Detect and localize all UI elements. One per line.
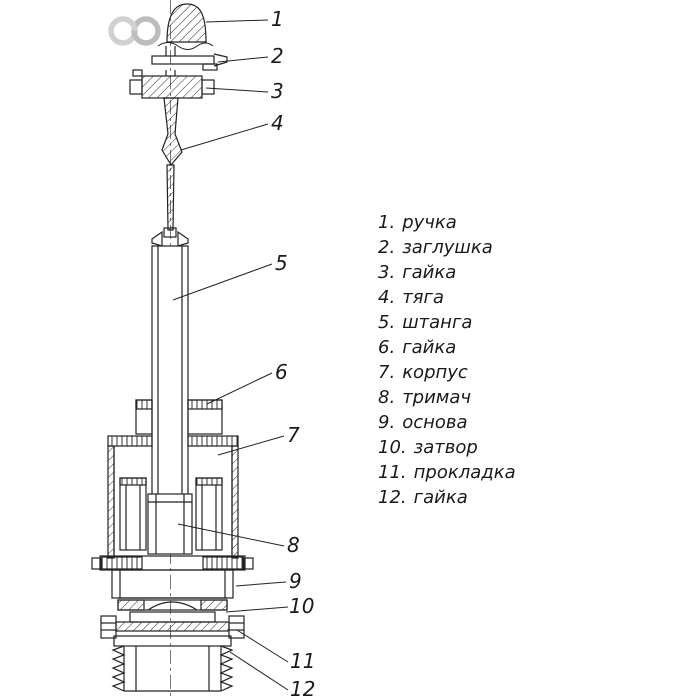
part-base [91,555,254,599]
legend-item-number: 4. [378,287,396,308]
legend-item-label: штанга [402,312,473,333]
part-holder [147,493,193,555]
part-lock-nut [111,635,234,692]
callout-8: 8 [287,533,300,557]
legend-item-number: 12. [378,487,407,508]
callout-9: 9 [289,569,302,593]
legend-item-label: затвор [413,437,478,458]
callout-12: 12 [290,677,316,700]
legend-item-number: 7. [378,362,396,383]
callout-10: 10 [289,594,315,618]
legend-item-number: 6. [378,337,396,358]
callout-5: 5 [275,251,288,275]
callout-4: 4 [271,111,284,135]
part-middle-nut [135,399,223,435]
callout-6: 6 [275,360,288,384]
part-pull-rod [161,97,183,231]
part-plug [151,46,228,71]
legend-item-label: корпус [402,362,468,383]
legend-item-label: гайка [413,487,468,508]
legend-item-number: 9. [378,412,396,433]
legend-item: 5. штанга [378,310,516,335]
part-upper-nut [129,69,215,99]
callout-2: 2 [271,44,284,68]
part-handle [157,3,214,50]
legend-item: 6. гайка [378,335,516,360]
legend-item: 10. затвор [378,435,516,460]
legend-item-number: 10. [378,437,407,458]
legend: 1. ручка 2. заглушка 3. гайка 4. тяга 5. штан… [378,210,516,510]
legend-item-label: заглушка [402,237,493,258]
legend-item: 12. гайка [378,485,516,510]
legend-item: 9. основа [378,410,516,435]
callout-11: 11 [290,649,316,673]
part-shaft [151,227,189,497]
legend-item-number: 3. [378,262,396,283]
legend-item: 8. тримач [378,385,516,410]
legend-item: 3. гайка [378,260,516,285]
legend-item: 7. корпус [378,360,516,385]
legend-item: 4. тяга [378,285,516,310]
legend-item-number: 5. [378,312,396,333]
legend-item-number: 11. [378,462,407,483]
legend-item-number: 8. [378,387,396,408]
part-gasket [100,615,245,639]
legend-item-label: гайка [402,262,457,283]
legend-item-label: тримач [402,387,472,408]
callout-3: 3 [271,79,284,103]
leader-lines [172,19,289,691]
legend-item-number: 1. [378,212,396,233]
callout-1: 1 [271,7,284,31]
part-valve-disc [117,597,228,623]
interlocked-rings-logo-icon [108,16,161,46]
legend-item: 2. заглушка [378,235,516,260]
callout-7: 7 [287,423,300,447]
legend-item-number: 2. [378,237,396,258]
legend-item-label: ручка [402,212,457,233]
legend-item-label: тяга [402,287,444,308]
legend-item-label: основа [402,412,468,433]
legend-item-label: гайка [402,337,457,358]
flush-valve-diagram [91,0,289,698]
legend-item: 11. прокладка [378,460,516,485]
legend-item: 1. ручка [378,210,516,235]
legend-item-label: прокладка [413,462,516,483]
